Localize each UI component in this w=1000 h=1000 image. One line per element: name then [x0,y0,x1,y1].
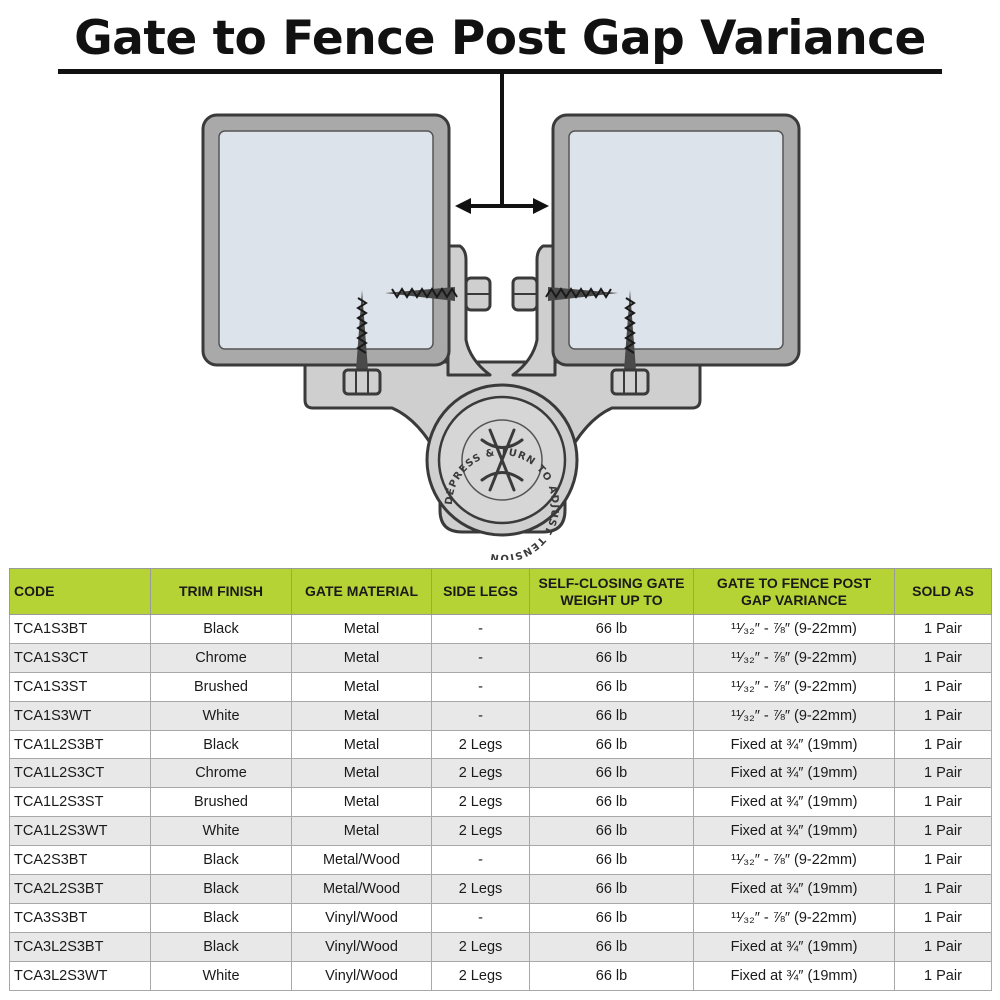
header-trim-finish: TRIM FINISH [150,568,292,615]
right-horizontal-screw [511,276,618,312]
header-code: CODE [9,568,151,615]
left-horizontal-screw [385,276,492,312]
header-gate-material: GATE MATERIAL [291,568,432,615]
hinge-diagram: DEPRESS & TURN TO ADJUST TENSION [201,74,801,560]
header-sold-as: SOLD AS [894,568,992,615]
title-underline [58,69,942,74]
tension-dial: DEPRESS & TURN TO ADJUST TENSION [425,383,579,560]
header-side-legs: SIDE LEGS [431,568,530,615]
page-title: Gate to Fence Post Gap Variance [74,11,926,66]
spec-table: CODE TRIM FINISH GATE MATERIAL SIDE LEGS… [9,568,992,991]
gap-double-arrow [455,198,549,214]
left-vertical-screw [342,290,382,396]
left-fence-post [201,113,451,367]
right-vertical-screw [610,290,650,396]
right-fence-post [551,113,801,367]
table-header-row: CODE TRIM FINISH GATE MATERIAL SIDE LEGS… [9,568,992,615]
